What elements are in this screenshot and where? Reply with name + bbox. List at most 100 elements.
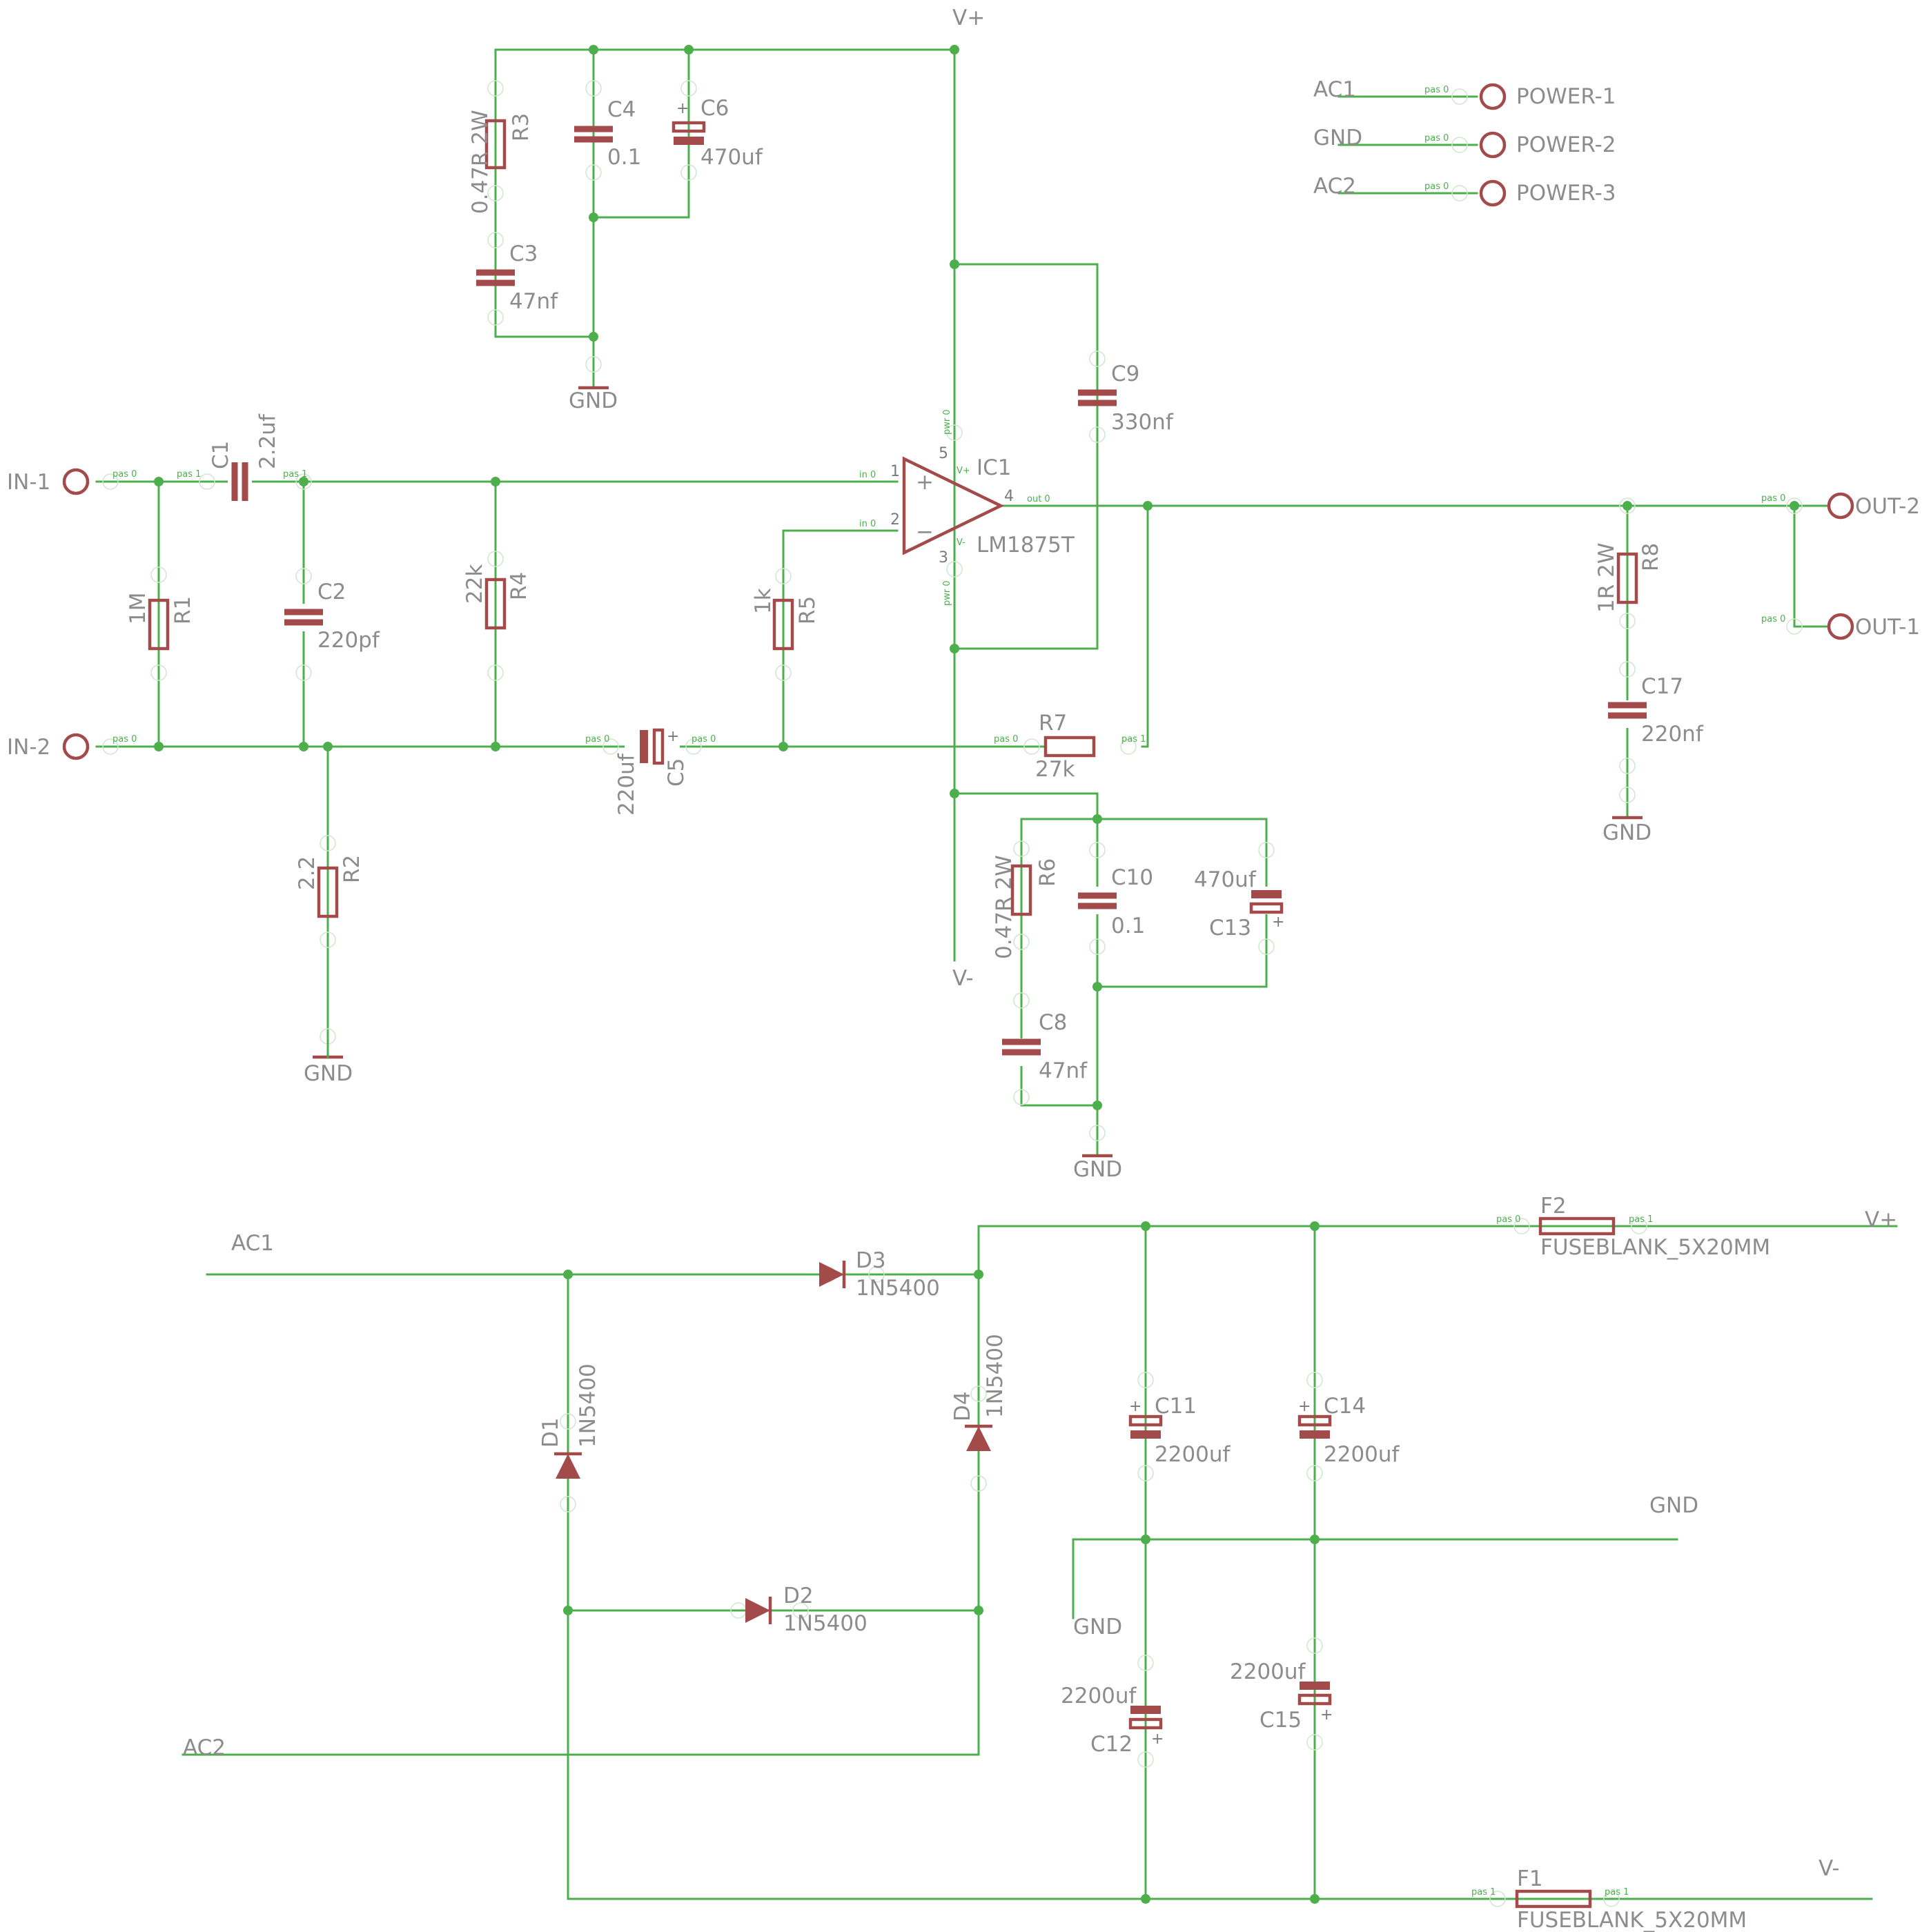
r7-value: 27k — [1035, 757, 1075, 782]
ground-symbol: GND — [1602, 816, 1651, 845]
ic1-name: IC1 — [977, 455, 1012, 480]
c14-name: C14 — [1324, 1394, 1366, 1419]
c6-value: 470uf — [700, 145, 763, 170]
c14-value: 2200uf — [1324, 1442, 1400, 1467]
ic1-minus-sign: − — [916, 520, 934, 544]
r2-value: 2.2 — [295, 856, 320, 890]
gnd-label-top: GND — [569, 388, 618, 413]
d2-name: D2 — [783, 1584, 814, 1608]
c5-name: C5 — [664, 758, 689, 787]
output-connectors: OUT-2 OUT-1 pas 0 pas 0 — [1761, 492, 1920, 640]
connector-out-1: OUT-1 — [1855, 615, 1920, 640]
r6-name: R6 — [1035, 858, 1060, 887]
capacitor-c14: + C14 2200uf — [1297, 1394, 1400, 1467]
c8-value: 47nf — [1039, 1058, 1088, 1083]
capacitor-c3: C3 47nf — [476, 241, 558, 314]
pin-label: pas 0 — [1761, 493, 1785, 504]
r3-name: R3 — [509, 113, 533, 141]
junction-dots — [154, 45, 1799, 1904]
connector-in-1: IN-1 — [7, 470, 50, 495]
c4-value: 0.1 — [607, 145, 641, 170]
ic1-part: LM1875T — [977, 533, 1075, 558]
resistor-r2: 2.2 R2 — [295, 855, 364, 918]
diode-d1: D1 1N5400 — [538, 1363, 600, 1479]
c15-name: C15 — [1259, 1708, 1302, 1733]
capacitor-c13: + 470uf C13 — [1194, 867, 1284, 940]
pin-label: pas 0 — [994, 734, 1018, 745]
c4-name: C4 — [607, 97, 636, 122]
c10-name: C10 — [1111, 865, 1153, 890]
r7-name: R7 — [1039, 711, 1067, 736]
ic1-pin-1: 1 — [890, 463, 900, 480]
psu-ac1-label: AC1 — [231, 1231, 274, 1256]
gnd-label-output: GND — [1602, 820, 1651, 845]
ic1-vminus-mark: V- — [957, 538, 966, 548]
net-ac1-label: AC1 — [1313, 77, 1356, 102]
c11-value: 2200uf — [1155, 1442, 1231, 1467]
d2-value: 1N5400 — [783, 1611, 868, 1636]
capacitor-c5: + 220uf C5 pas 0 pas 0 — [585, 728, 716, 816]
ic1-pin-4: 4 — [1004, 488, 1014, 505]
r4-value: 22k — [462, 564, 487, 604]
c9-value: 330nf — [1111, 410, 1174, 435]
resistor-r4: 22k R4 — [462, 564, 531, 630]
r4-name: R4 — [507, 572, 531, 600]
pin-label: out 0 — [1027, 494, 1050, 504]
pin-label: pas 1 — [1121, 734, 1146, 745]
c2-name: C2 — [317, 580, 346, 604]
d1-name: D1 — [538, 1417, 563, 1448]
ic1-pin-2: 2 — [890, 511, 900, 529]
ic1-pin-5: 5 — [939, 445, 948, 462]
r5-name: R5 — [795, 596, 820, 624]
d3-name: D3 — [856, 1248, 886, 1273]
pin-label: pas 0 — [1424, 85, 1449, 95]
d3-value: 1N5400 — [856, 1276, 940, 1301]
psu-ac2-label: AC2 — [183, 1735, 226, 1760]
connector-power-3: POWER-3 — [1516, 181, 1616, 206]
pin-label: pas 0 — [1424, 181, 1449, 192]
gnd-label-lower: GND — [1073, 1157, 1122, 1182]
connector-pad-icon — [1479, 83, 1507, 110]
ic1-pin-3: 3 — [939, 549, 948, 566]
r1-value: 1M — [126, 593, 150, 624]
net-ac2-label: AC2 — [1313, 174, 1356, 199]
ground-symbol: GND — [1073, 1154, 1122, 1182]
svg-text:+: + — [1272, 914, 1284, 931]
c17-value: 220nf — [1641, 722, 1704, 747]
capacitor-c10: C10 0.1 — [1078, 865, 1153, 938]
pin-label: pas 0 — [1761, 614, 1785, 624]
ground-symbol: GND — [304, 1037, 353, 1086]
resistor-r3: 0.47R 2W R3 — [468, 110, 533, 214]
r8-value: 1R 2W — [1594, 543, 1619, 613]
pin-label: pas 0 — [112, 469, 137, 480]
r5-value: 1k — [751, 588, 776, 614]
c2-value: 220pf — [317, 628, 380, 653]
resistor-r6: 0.47R 2W R6 — [992, 855, 1060, 959]
wires — [95, 48, 1898, 1900]
r8-name: R8 — [1638, 543, 1663, 571]
vminus-label: V- — [952, 966, 974, 991]
vplus-psu-label: V+ — [1865, 1208, 1897, 1232]
c12-value: 2200uf — [1061, 1684, 1137, 1708]
capacitor-c15: + 2200uf C15 — [1230, 1659, 1333, 1733]
resistor-r1: 1M R1 — [126, 593, 195, 651]
connector-pad-icon — [62, 468, 90, 495]
pin-label: pas 1 — [1629, 1214, 1653, 1225]
connector-in-2: IN-2 — [7, 735, 50, 760]
f1-name: F1 — [1517, 1866, 1543, 1891]
c6-name: C6 — [700, 96, 729, 121]
capacitor-c4: C4 0.1 — [574, 97, 641, 170]
d4-name: D4 — [950, 1391, 975, 1421]
pin-label: pas 1 — [177, 469, 201, 480]
capacitor-c1: C1 2.2uf pas 1 pas 1 — [177, 413, 307, 501]
pin-label: pas 0 — [1496, 1214, 1520, 1225]
connector-pad-icon — [62, 733, 90, 760]
pin-label: pas 0 — [112, 734, 137, 745]
r1-name: R1 — [170, 596, 195, 624]
f2-name: F2 — [1540, 1194, 1567, 1219]
power-connectors: AC1 GND AC2 POWER-1 POWER-2 POWER-3 pas … — [1313, 77, 1616, 207]
c1-name: C1 — [208, 441, 233, 469]
c10-value: 0.1 — [1111, 914, 1145, 938]
connector-out-2: OUT-2 — [1855, 494, 1920, 519]
